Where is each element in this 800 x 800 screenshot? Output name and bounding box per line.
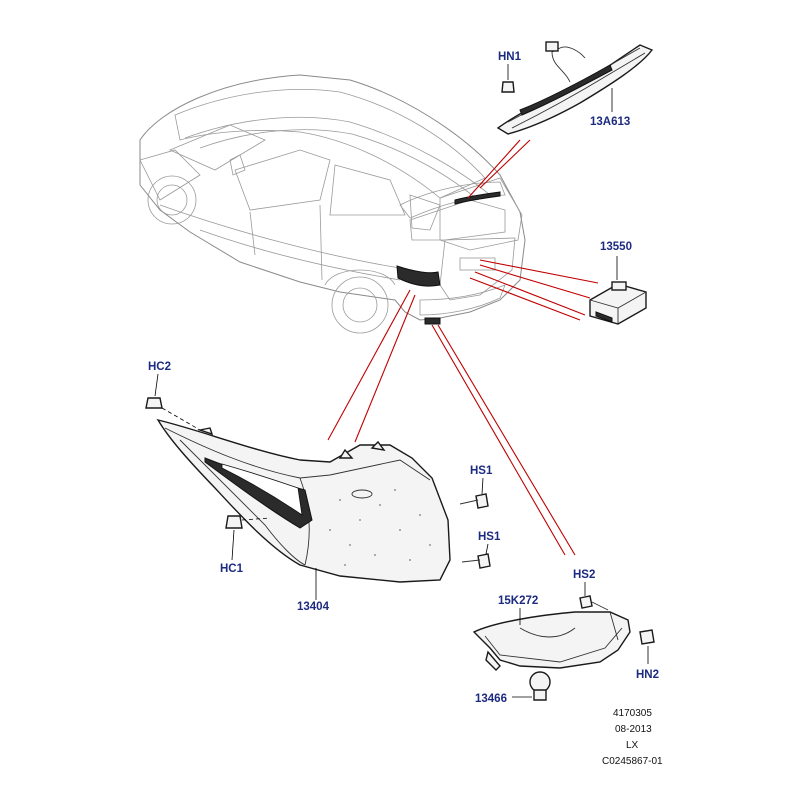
ref-line-3: LX: [626, 740, 639, 751]
clip-hc1: [225, 515, 271, 561]
screw-hs2: [579, 582, 609, 611]
label-hs2: HS2: [573, 569, 595, 581]
label-hn1: HN1: [498, 51, 522, 63]
label-hn2: HN2: [636, 669, 659, 681]
reference-block: 4170305 08-2013 LX C0245867-01: [602, 708, 663, 767]
vehicle-tail-lamp: [396, 265, 441, 287]
clip-hc2: [145, 373, 201, 431]
callout-lines: [327, 139, 599, 556]
vehicle-high-stop-lamp: [454, 191, 501, 205]
nut-hn1: [501, 64, 515, 93]
vehicle-rear-fog-lamp: [424, 317, 441, 325]
ref-line-4: C0245867-01: [602, 756, 663, 767]
label-13a613: 13A613: [590, 116, 630, 128]
label-hc1: HC1: [220, 563, 244, 575]
screw-hs1-lower: [461, 543, 491, 569]
license-plate-lamp: [589, 256, 647, 325]
rear-fog-lamp: [472, 608, 631, 671]
nut-hn2: [639, 629, 655, 664]
bulb-13466: [512, 671, 551, 701]
label-13550: 13550: [600, 241, 632, 253]
label-hs1-lower: HS1: [478, 531, 501, 543]
label-13466: 13466: [475, 693, 507, 705]
ref-line-2: 08-2013: [615, 724, 652, 735]
label-hc2: HC2: [148, 361, 171, 373]
high-mount-stop-lamp: [496, 41, 654, 135]
ref-line-1: 4170305: [613, 708, 652, 719]
vehicle-outline: [139, 74, 526, 334]
label-13404: 13404: [297, 601, 330, 613]
tail-lamp-assembly: [156, 418, 451, 583]
label-15k272: 15K272: [498, 595, 538, 607]
screw-hs1-upper: [459, 477, 489, 509]
label-hs1-upper: HS1: [470, 465, 493, 477]
